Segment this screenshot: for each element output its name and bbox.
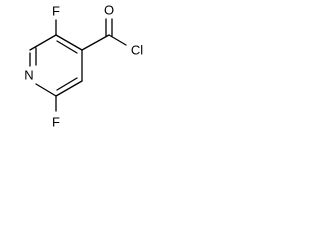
atom-label-nitrogen: N <box>24 68 33 83</box>
bond-carbonyl-cl <box>108 34 127 46</box>
double-bond-c3-c4 <box>56 40 78 54</box>
atom-label-chlorine: Cl <box>131 43 143 58</box>
atom-label-oxygen: O <box>104 3 114 18</box>
atom-label-fluorine-bottom: F <box>52 115 60 130</box>
bond-c4-carbonyl <box>81 34 110 51</box>
atom-label-fluorine-top: F <box>52 4 60 19</box>
double-bond-c5-c6 <box>56 77 78 91</box>
bond-c6-n <box>35 83 57 97</box>
bond-c2-c3 <box>29 34 57 51</box>
bond-c3-c4 <box>55 34 83 51</box>
bond-c5-c6 <box>55 80 83 97</box>
molecule-structure: F F N O Cl <box>24 3 143 130</box>
pyridine-ring <box>29 34 83 97</box>
